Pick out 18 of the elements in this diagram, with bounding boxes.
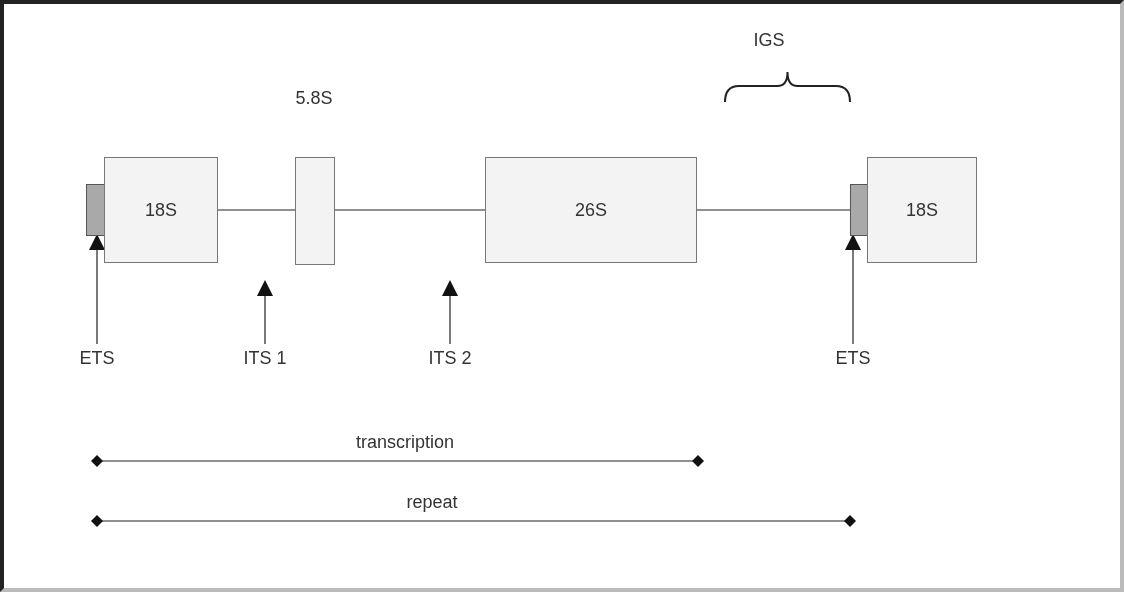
gene-label: 5.8S	[294, 88, 334, 109]
region-label: ITS 1	[225, 348, 305, 372]
arrow	[845, 234, 861, 345]
region-label: IGS	[753, 30, 785, 51]
dimension-label: transcription	[356, 432, 454, 453]
region-label: ITS 2	[415, 348, 485, 372]
spacer-line	[217, 209, 296, 211]
region-label: ETS	[823, 348, 883, 372]
gene-box: 18S	[104, 157, 218, 263]
spacer-line	[696, 209, 851, 211]
gene-box: 18S	[867, 157, 977, 263]
dimension-label: repeat	[406, 492, 458, 513]
gene-box: 26S	[485, 157, 697, 263]
arrow	[442, 280, 458, 345]
ets-region-box	[850, 184, 868, 236]
arrow	[89, 234, 105, 345]
region-label: ETS	[67, 348, 127, 372]
arrow	[257, 280, 273, 345]
